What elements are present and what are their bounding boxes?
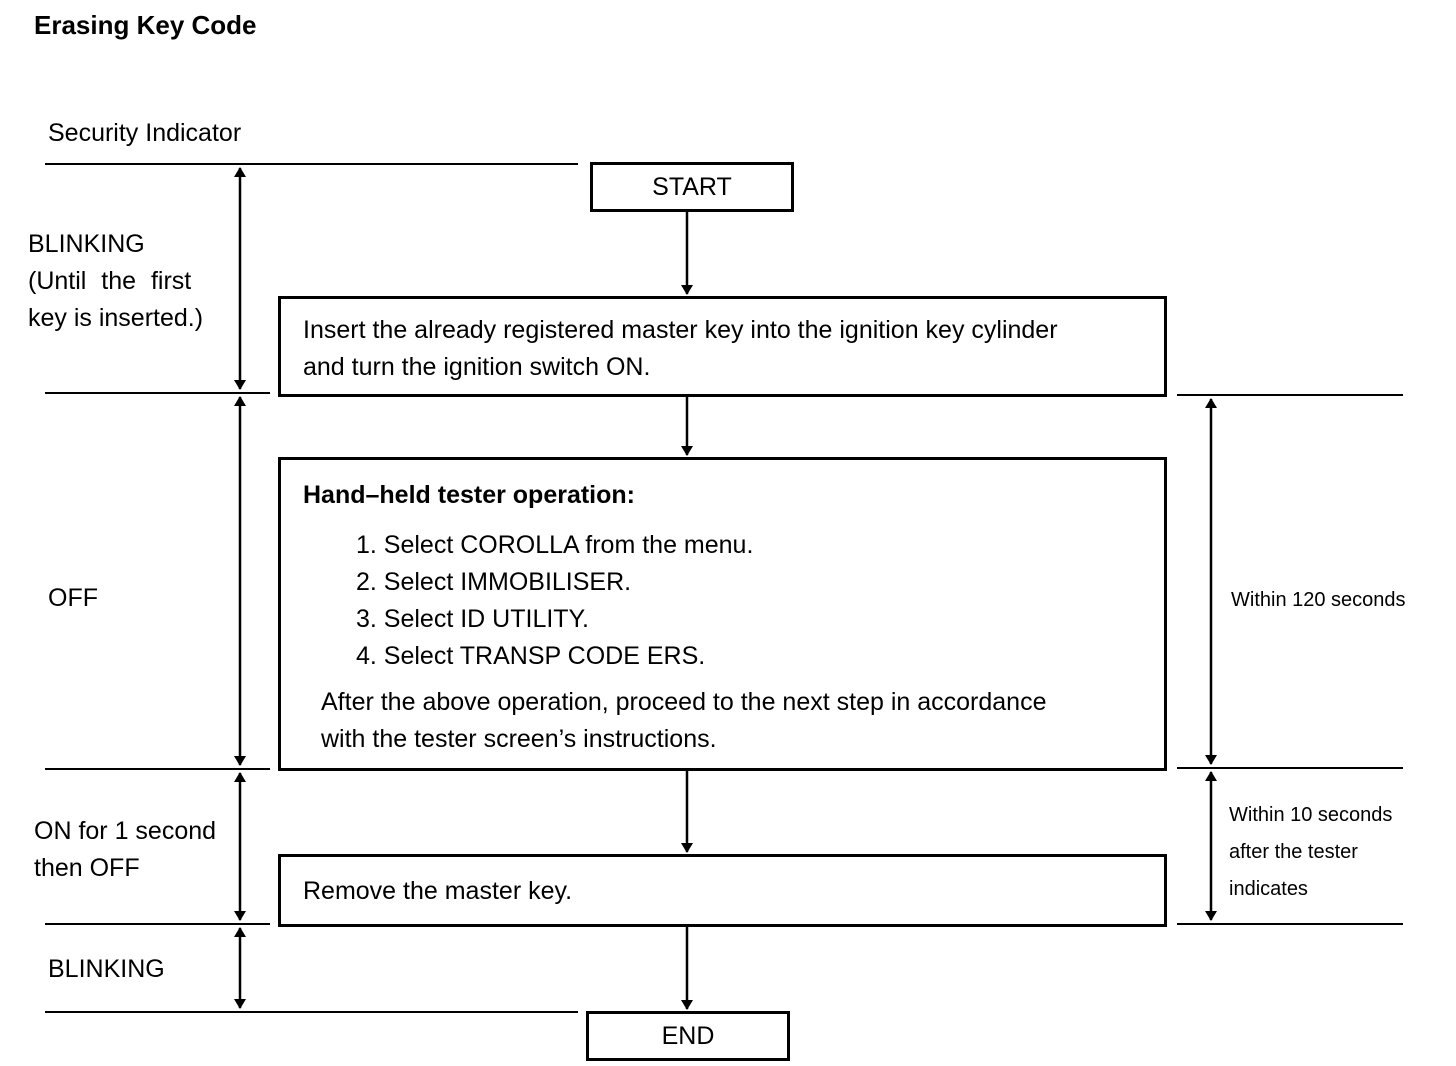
list-item: 1. Select COROLLA from the menu. xyxy=(356,531,754,559)
state-line: ON for 1 second xyxy=(34,817,217,845)
step-insert-key-box: Insert the already registered master key… xyxy=(278,296,1167,397)
timing-10-seconds: Within 10 seconds after the tester indic… xyxy=(1229,797,1392,908)
state-blinking-first: BLINKING (Until the first key is inserte… xyxy=(28,226,203,337)
tester-heading: Hand–held tester operation: xyxy=(303,481,635,509)
note-line: with the tester screen’s instructions. xyxy=(321,725,717,753)
start-box: START xyxy=(590,162,794,212)
timing-120-seconds: Within 120 seconds xyxy=(1231,589,1406,611)
step-remove-key-box: Remove the master key. xyxy=(278,854,1167,927)
page-title: Erasing Key Code xyxy=(34,10,257,40)
timing-line: Within 10 seconds xyxy=(1229,804,1393,826)
state-off: OFF xyxy=(48,584,98,612)
list-item: 4. Select TRANSP CODE ERS. xyxy=(356,642,706,670)
step-remove-key-text: Remove the master key. xyxy=(303,877,573,905)
step-line: and turn the ignition switch ON. xyxy=(303,353,651,381)
step-tester-box: Hand–held tester operation: 1. Select CO… xyxy=(278,457,1167,771)
indicator-header: Security Indicator xyxy=(48,119,242,147)
timing-line: after the tester xyxy=(1229,841,1358,863)
step-insert-key-text: Insert the already registered master key… xyxy=(303,312,1058,386)
tester-note: After the above operation, proceed to th… xyxy=(321,684,1046,758)
end-label: END xyxy=(661,1021,715,1050)
state-line: then OFF xyxy=(34,854,140,882)
end-box: END xyxy=(586,1011,790,1061)
step-line: Insert the already registered master key… xyxy=(303,316,1058,344)
state-on-then-off: ON for 1 second then OFF xyxy=(34,813,216,887)
tester-steps-list: 1. Select COROLLA from the menu. 2. Sele… xyxy=(356,527,753,675)
list-item: 2. Select IMMOBILISER. xyxy=(356,568,632,596)
state-line: (Until the first xyxy=(28,267,192,295)
note-line: After the above operation, proceed to th… xyxy=(321,688,1047,716)
timing-line: indicates xyxy=(1229,878,1308,900)
state-line: BLINKING xyxy=(28,230,145,258)
state-blinking-last: BLINKING xyxy=(48,955,165,983)
list-item: 3. Select ID UTILITY. xyxy=(356,605,589,633)
start-label: START xyxy=(652,172,732,201)
state-line: key is inserted.) xyxy=(28,304,204,332)
